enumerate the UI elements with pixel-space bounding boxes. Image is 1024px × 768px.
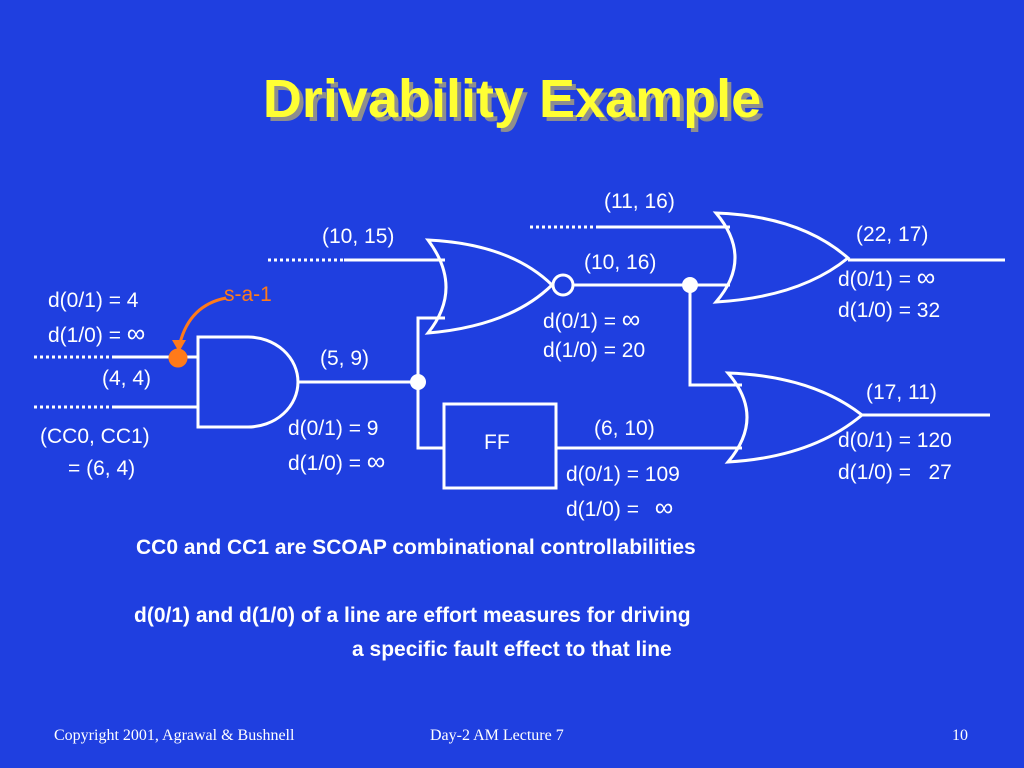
and-gate xyxy=(196,335,300,429)
in1-cc-label: (4, 4) xyxy=(102,367,152,390)
ff-output-d10-text: d(1/0) = xyxy=(566,498,645,521)
nor-input-bottom-wire xyxy=(416,316,445,382)
infinity-symbol: ∞ xyxy=(126,318,146,348)
ff-output-d10: d(1/0) = ∞ xyxy=(566,494,673,522)
nor-gate xyxy=(424,238,555,335)
fault-arrow xyxy=(178,296,227,344)
infinity-symbol: ∞ xyxy=(621,304,641,334)
and-output-d10-text: d(1/0) = xyxy=(288,452,367,475)
or2-output-label: (17, 11) xyxy=(866,381,937,404)
footer-page-number: 10 xyxy=(952,727,968,744)
infinity-symbol: ∞ xyxy=(654,492,674,522)
nor-output-d01-text: d(0/1) = xyxy=(543,310,622,333)
title-shadow: Drivability Example xyxy=(266,73,766,133)
note-scoap: CC0 and CC1 are SCOAP combinational cont… xyxy=(136,536,696,559)
and-output-label: (5, 9) xyxy=(320,347,370,370)
or1-output-d01-text: d(0/1) = xyxy=(838,268,917,291)
nor-output-d01: d(0/1) = ∞ xyxy=(543,306,640,334)
and-output-d10: d(1/0) = ∞ xyxy=(288,448,385,476)
in1-d01-label: d(0/1) = 4 xyxy=(48,289,139,312)
nor-input-top-label: (10, 15) xyxy=(322,225,395,248)
ff-output-label: (6, 10) xyxy=(594,417,655,440)
infinity-symbol: ∞ xyxy=(366,446,386,476)
footer-lecture: Day-2 AM Lecture 7 xyxy=(430,727,564,744)
or1-output-d10: d(1/0) = 32 xyxy=(838,299,941,322)
or2-output-d01: d(0/1) = 120 xyxy=(838,429,952,452)
or1-output-d01: d(0/1) = ∞ xyxy=(838,264,935,292)
in2-cc-value: = (6, 4) xyxy=(68,457,136,480)
infinity-symbol: ∞ xyxy=(916,262,936,292)
junction-dot-and xyxy=(410,374,426,390)
or1-output-label: (22, 17) xyxy=(856,223,929,246)
fault-arrow-head xyxy=(172,340,186,352)
or1-input-top-label: (11, 16) xyxy=(604,190,675,213)
or2-output-d10: d(1/0) = 27 xyxy=(838,461,952,484)
note-effort-cont: a specific fault effect to that line xyxy=(352,638,672,661)
stuck-at-1-label: s-a-1 xyxy=(224,283,272,306)
nor-output-label: (10, 16) xyxy=(584,251,657,274)
in1-d10-text: d(1/0) = xyxy=(48,324,127,347)
junction-dot-nor xyxy=(682,277,698,293)
note-effort: d(0/1) and d(1/0) of a line are effort m… xyxy=(134,604,691,627)
or2-gate xyxy=(724,371,865,464)
nor-inversion-bubble xyxy=(551,273,575,297)
and-output-d01: d(0/1) = 9 xyxy=(288,417,379,440)
ff-input-wire xyxy=(416,382,444,450)
ff-output-d01: d(0/1) = 109 xyxy=(566,463,680,486)
or1-gate xyxy=(712,211,851,304)
fault-marker xyxy=(168,348,188,368)
slide-title: Drivability Example xyxy=(262,69,762,129)
nor-output-d10: d(1/0) = 20 xyxy=(543,339,646,362)
ff-box xyxy=(442,402,558,490)
footer-copyright: Copyright 2001, Agrawal & Bushnell xyxy=(54,727,295,744)
in1-d10-label: d(1/0) = ∞ xyxy=(48,320,145,348)
or2-input-top-wire xyxy=(688,285,742,387)
in2-cc-label: (CC0, CC1) xyxy=(40,425,150,448)
ff-label: FF xyxy=(484,431,510,454)
